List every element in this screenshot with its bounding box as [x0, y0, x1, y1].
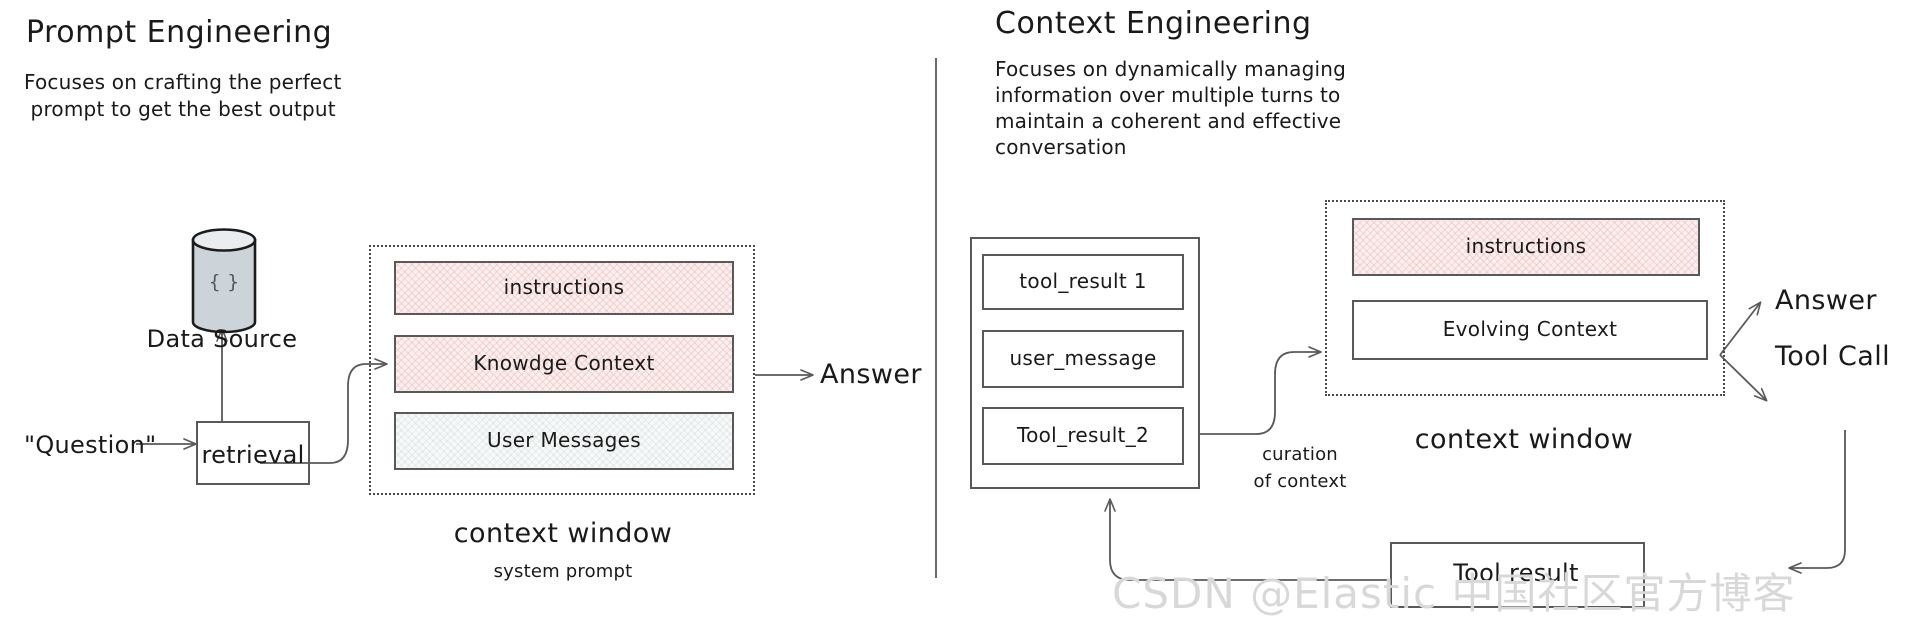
turn-item-user-message-label: user_message — [1009, 346, 1157, 371]
right-block-instructions[interactable]: instructions — [1352, 218, 1700, 276]
right-answer-label: Answer — [1775, 285, 1877, 316]
retrieval-label: retrieval — [201, 441, 305, 469]
left-block-user-messages[interactable]: User Messages — [394, 412, 734, 470]
turn-item-tool-result-1-label: tool_result 1 — [1019, 269, 1147, 294]
right-panel-subtitle-line-1: Focuses on dynamically managing — [995, 57, 1347, 81]
tool-result-box[interactable] — [1390, 542, 1645, 608]
right-panel-title: Context Engineering — [995, 6, 1312, 41]
turn-item-tool-result-2-label: Tool_result_2 — [1016, 423, 1150, 448]
retrieval-box-frame[interactable] — [196, 421, 310, 485]
left-block-knowdge-context[interactable]: Knowdge Context — [394, 335, 734, 393]
left-panel-subtitle-line-1: Focuses on crafting the perfect — [24, 70, 342, 94]
right-context-window-frame — [1325, 200, 1725, 396]
curation-label-line-1: curation — [1262, 444, 1338, 465]
right-panel-subtitle-line-3: maintain a coherent and effective — [995, 109, 1342, 133]
left-context-window-subcaption: system prompt — [493, 561, 633, 582]
left-answer-label: Answer — [820, 359, 922, 390]
right-panel-subtitle-line-2: information over multiple turns to — [995, 83, 1341, 107]
right-panel-subtitle-line-4: conversation — [995, 135, 1127, 159]
arrow-retrieval-to-context — [260, 358, 388, 464]
left-block-user-messages-label: User Messages — [487, 428, 641, 453]
data-source-glyph: { } — [208, 271, 240, 293]
arrow-curation-to-context — [1200, 346, 1322, 435]
left-panel-title: Prompt Engineering — [26, 15, 333, 50]
left-block-instructions-label: instructions — [503, 275, 625, 300]
arrow-context-to-tool-call — [1719, 354, 1768, 402]
arrow-tool-result-feedback — [1104, 498, 1390, 581]
right-context-window-caption: context window — [1414, 424, 1634, 455]
left-panel-subtitle-line-2: prompt to get the best output — [24, 97, 336, 121]
left-block-knowdge-context-label: Knowdge Context — [473, 351, 655, 376]
left-context-window-caption: context window — [453, 518, 673, 549]
right-block-instructions-label: instructions — [1465, 234, 1587, 259]
question-label: "Question" — [24, 431, 157, 459]
tool-result-box-label: Tool result — [1453, 559, 1579, 587]
arrow-context-to-answer-right — [1719, 301, 1762, 356]
turn-item-tool-result-2[interactable]: Tool_result_2 — [982, 407, 1184, 465]
curation-label-line-2: of context — [1253, 471, 1347, 492]
arrow-tool-call-to-tool-result — [1788, 430, 1846, 574]
turn-item-tool-result-1[interactable]: tool_result 1 — [982, 254, 1184, 310]
left-block-instructions[interactable]: instructions — [394, 261, 734, 315]
tool-call-label: Tool Call — [1775, 341, 1891, 372]
panel-divider — [935, 58, 937, 578]
turn-item-user-message[interactable]: user_message — [982, 330, 1184, 388]
right-block-evolving-context-label: Evolving Context — [1442, 317, 1618, 342]
right-block-evolving-context[interactable]: Evolving Context — [1352, 300, 1708, 360]
data-source-label: Data Source — [146, 325, 298, 353]
left-context-window-frame — [369, 245, 755, 495]
turn-stack-frame — [970, 237, 1200, 489]
